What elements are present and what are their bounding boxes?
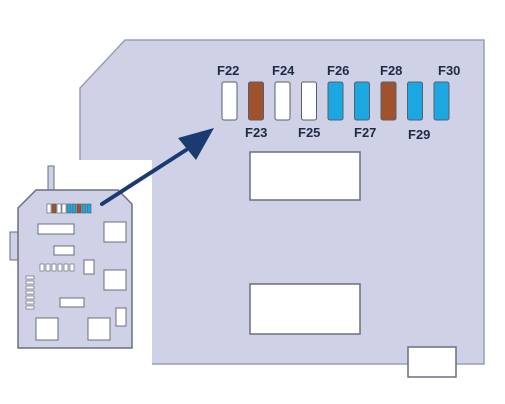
- fuse-row: [221, 81, 450, 121]
- fuse-f30: [433, 81, 450, 121]
- pointer-arrow: [100, 128, 214, 206]
- fuse-f29: [407, 81, 423, 121]
- fuse-label-f24: F24: [272, 63, 295, 78]
- fuse-label-f27: F27: [354, 125, 377, 140]
- fuse-label-f28: F28: [380, 63, 403, 78]
- fuse-f22: [221, 81, 238, 121]
- overview-connector-left: [47, 165, 55, 191]
- overview-slots: [35, 221, 127, 341]
- fuse-label-f30: F30: [438, 63, 461, 78]
- overview-fuse-strip: [46, 203, 92, 214]
- fuse-f27: [354, 81, 370, 121]
- fuse-label-f29: F29: [408, 127, 431, 142]
- fuse-f25: [301, 81, 317, 121]
- fuse-label-f25: F25: [298, 125, 321, 140]
- fuse-panel-zoomed: [79, 39, 485, 365]
- fuse-label-f23: F23: [245, 125, 268, 140]
- fuse-f24: [274, 81, 291, 121]
- fuse-f28: [380, 81, 397, 121]
- relay-slot-lower: [249, 283, 361, 335]
- overview-small-fuses: [25, 263, 75, 310]
- fuse-f26: [327, 81, 344, 121]
- fuse-f23: [248, 81, 264, 121]
- relay-slot-upper: [249, 151, 361, 201]
- relay-slot-corner: [407, 346, 457, 378]
- fuse-label-f22: F22: [217, 63, 240, 78]
- fuse-label-f26: F26: [327, 63, 350, 78]
- overview-tab-left: [9, 231, 19, 261]
- fuse-box-overview: [17, 189, 133, 349]
